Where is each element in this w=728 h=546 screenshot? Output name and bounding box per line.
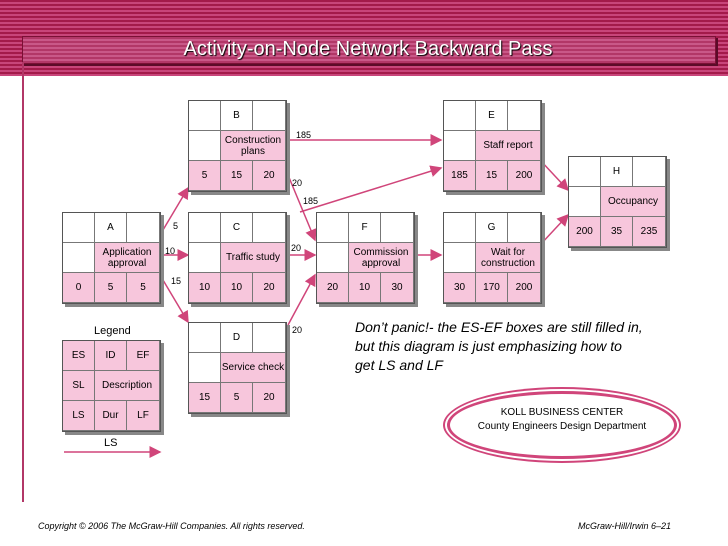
- node-a-id: A: [95, 213, 127, 243]
- node-g-es: 30: [444, 273, 476, 303]
- node-e-ef: 200: [508, 161, 541, 191]
- node-a-desc: Application approval: [95, 243, 160, 273]
- node-g-desc: Wait for construction: [476, 243, 541, 273]
- node-d-es: 15: [189, 383, 221, 413]
- node-c-ef: 20: [253, 273, 286, 303]
- legend-title: Legend: [94, 325, 131, 337]
- title-bar: [22, 36, 716, 64]
- node-a-dur: 5: [95, 273, 127, 303]
- legend-ef: EF: [127, 341, 160, 371]
- legend-arrow-label: LS: [104, 437, 118, 449]
- label-a-b: 5: [173, 221, 179, 231]
- slide-title: Activity-on-Node Network Backward Pass: [183, 38, 553, 60]
- company-logo-oval: [447, 391, 677, 459]
- legend-sl: SL: [63, 371, 95, 401]
- node-c-dur: 10: [221, 273, 253, 303]
- node-f-desc: Commission approval: [349, 243, 414, 273]
- label-d-f: 20: [292, 325, 303, 335]
- node-g-ef: 200: [508, 273, 541, 303]
- copyright-text: Copyright © 2006 The McGraw-Hill Compani…: [38, 521, 305, 531]
- label-f-e: 185: [303, 196, 319, 206]
- node-d: D Service check 15 5 20: [188, 322, 287, 414]
- node-c: C Traffic study 10 10 20: [188, 212, 287, 304]
- node-g-dur: 170: [476, 273, 508, 303]
- node-b-es: 5: [189, 161, 221, 191]
- node-h-dur: 35: [601, 217, 633, 247]
- node-g: G Wait for construction 30 170 200: [443, 212, 542, 304]
- node-f-dur: 10: [349, 273, 381, 303]
- legend-id: ID: [95, 341, 127, 371]
- label-b-f: 20: [292, 178, 303, 188]
- node-e: E Staff report 185 15 200: [443, 100, 542, 192]
- node-a-es: 0: [63, 273, 95, 303]
- node-h-es: 200: [569, 217, 601, 247]
- node-g-id: G: [476, 213, 508, 243]
- node-e-es: 185: [444, 161, 476, 191]
- node-h-ef: 235: [633, 217, 666, 247]
- company-name: KOLL BUSINESS CENTER: [500, 407, 624, 418]
- label-b-e: 185: [296, 130, 312, 140]
- page-reference: McGraw-Hill/Irwin 6–21: [578, 521, 672, 531]
- node-b-desc: Construction plans: [221, 131, 286, 161]
- company-department: County Engineers Design Department: [477, 421, 647, 432]
- note-text: Don’t panic!- the ES-EF boxes are still …: [355, 319, 643, 373]
- legend-desc: Description: [95, 371, 160, 401]
- node-c-es: 10: [189, 273, 221, 303]
- node-h-id: H: [601, 157, 633, 187]
- content-frame: [22, 62, 728, 502]
- node-d-desc: Service check: [221, 353, 286, 383]
- node-f: F Commission approval 20 10 30: [316, 212, 415, 304]
- node-f-es: 20: [317, 273, 349, 303]
- node-e-dur: 15: [476, 161, 508, 191]
- node-f-ef: 30: [381, 273, 414, 303]
- node-f-id: F: [349, 213, 381, 243]
- label-a-c: 10: [165, 246, 176, 256]
- arrow-b-f: [287, 174, 317, 242]
- legend-node: ES ID EF SL Description LS Dur LF: [62, 340, 161, 432]
- node-b-id: B: [221, 101, 253, 131]
- node-c-desc: Traffic study: [221, 243, 286, 273]
- legend-lf: LF: [127, 401, 160, 431]
- node-d-dur: 5: [221, 383, 253, 413]
- legend-dur: Dur: [95, 401, 127, 431]
- label-c-f: 20: [291, 243, 302, 253]
- legend-ls: LS: [63, 401, 95, 431]
- node-a-ef: 5: [127, 273, 160, 303]
- legend-es: ES: [63, 341, 95, 371]
- node-c-id: C: [221, 213, 253, 243]
- arrow-e-h: [539, 159, 570, 192]
- node-b-ef: 20: [253, 161, 286, 191]
- arrow-f-e: [299, 165, 443, 213]
- node-b: B Construction plans 5 15 20: [188, 100, 287, 192]
- node-d-id: D: [221, 323, 253, 353]
- label-a-d: 15: [171, 276, 182, 286]
- node-a: A Application approval 0 5 5: [62, 212, 161, 304]
- arrow-a-d: [159, 274, 189, 324]
- node-h: H Occupancy 200 35 235: [568, 156, 667, 248]
- node-e-desc: Staff report: [476, 131, 541, 161]
- node-e-id: E: [476, 101, 508, 131]
- arrow-g-h: [539, 213, 570, 246]
- arrow-a-b: [159, 186, 189, 236]
- arrow-d-f: [287, 273, 316, 326]
- node-b-dur: 15: [221, 161, 253, 191]
- node-d-ef: 20: [253, 383, 286, 413]
- node-h-desc: Occupancy: [601, 187, 666, 217]
